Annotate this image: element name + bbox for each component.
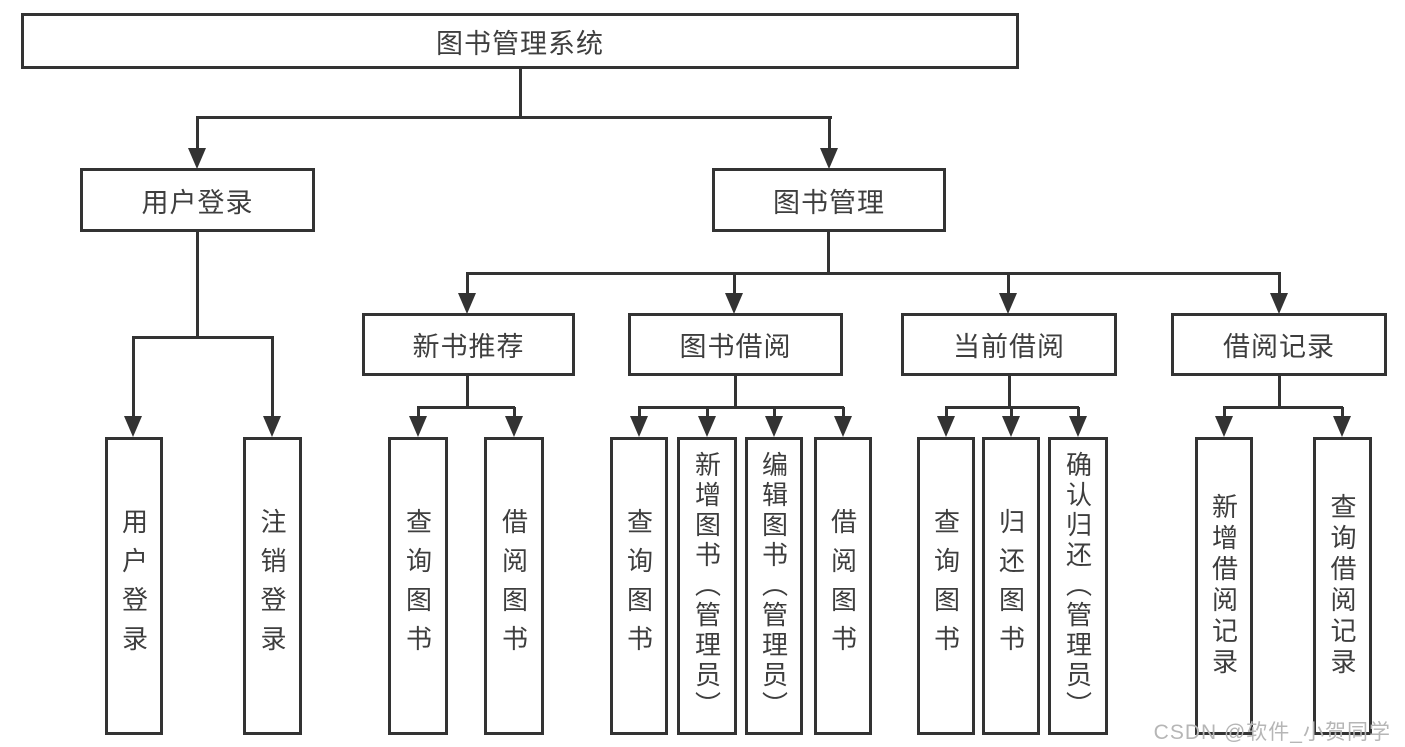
connector-line: [519, 69, 522, 117]
node-label: 图书管理系统: [436, 28, 604, 59]
node-label: 借阅图书: [827, 508, 858, 664]
node-label: 查询借阅记录: [1327, 493, 1357, 679]
connector-line: [466, 376, 469, 407]
node-label: 查询图书: [930, 508, 961, 664]
connector-line: [1223, 406, 1343, 409]
node-edit-books-admin: 编辑图书（管理员）: [745, 437, 803, 735]
node-label: 借阅记录: [1223, 332, 1335, 362]
connector-line: [1341, 407, 1344, 419]
connector-line: [196, 232, 199, 337]
arrow-down-icon: [124, 416, 142, 437]
node-label: 新书推荐: [412, 332, 525, 362]
node-label: 归还图书: [995, 508, 1026, 664]
node-borrow-books-2: 借阅图书: [814, 437, 872, 735]
connector-line: [828, 117, 831, 150]
connector-line: [945, 406, 1079, 409]
connector-line: [1010, 407, 1013, 419]
node-return-books: 归还图书: [982, 437, 1040, 735]
node-label: 图书借阅: [679, 332, 792, 362]
node-query-borrow-record: 查询借阅记录: [1313, 437, 1372, 735]
node-label: 用户登录: [118, 508, 149, 664]
connector-line: [513, 407, 516, 419]
arrow-down-icon: [937, 416, 955, 437]
connector-line: [196, 116, 832, 119]
node-query-books-2: 查询图书: [610, 437, 668, 735]
connector-line: [734, 376, 737, 407]
node-label: 图书管理: [773, 187, 885, 218]
node-label: 注销登录: [257, 508, 287, 664]
connector-line: [417, 407, 420, 419]
connector-line: [1007, 273, 1010, 295]
arrow-down-icon: [263, 416, 281, 437]
node-query-books-3: 查询图书: [917, 437, 975, 735]
node-new-book-recommend: 新书推荐: [362, 313, 575, 376]
node-label: 编辑图书（管理员）: [758, 451, 789, 721]
node-query-books-1: 查询图书: [388, 437, 448, 735]
arrow-down-icon: [1215, 416, 1233, 437]
connector-line: [773, 407, 776, 419]
arrow-down-icon: [505, 416, 523, 437]
connector-line: [1008, 376, 1011, 407]
node-book-management: 图书管理: [712, 168, 946, 232]
connector-line: [132, 336, 274, 339]
arrow-down-icon: [1270, 293, 1288, 314]
connector-line: [1278, 273, 1281, 295]
connector-line: [466, 273, 469, 295]
connector-line: [417, 406, 515, 409]
csdn-watermark: CSDN @软件_小贺同学: [1153, 721, 1391, 744]
node-confirm-return-admin: 确认归还（管理员）: [1048, 437, 1108, 735]
arrow-down-icon: [834, 416, 852, 437]
connector-line: [1223, 407, 1226, 419]
arrow-down-icon: [999, 293, 1017, 314]
connector-line: [1077, 407, 1080, 419]
arrow-down-icon: [765, 416, 783, 437]
node-label: 借阅图书: [498, 508, 529, 664]
arrow-down-icon: [188, 148, 206, 169]
node-logout: 注销登录: [243, 437, 302, 735]
connector-line: [1278, 376, 1281, 407]
arrow-down-icon: [1333, 416, 1351, 437]
node-label: 新增图书（管理员）: [691, 451, 722, 721]
connector-line: [638, 406, 844, 409]
connector-line: [466, 272, 1281, 275]
node-borrow-books-1: 借阅图书: [484, 437, 544, 735]
connector-line: [196, 117, 199, 150]
node-current-borrowing: 当前借阅: [901, 313, 1117, 376]
node-label: 查询图书: [623, 508, 654, 664]
node-user-login-group: 用户登录: [80, 168, 315, 232]
connector-line: [271, 337, 274, 419]
connector-line: [827, 232, 830, 273]
node-user-login: 用户登录: [105, 437, 163, 735]
node-label: 确认归还（管理员）: [1062, 451, 1093, 721]
node-label: 当前借阅: [953, 332, 1065, 362]
node-add-borrow-record: 新增借阅记录: [1195, 437, 1253, 735]
connector-line: [842, 407, 845, 419]
arrow-down-icon: [1002, 416, 1020, 437]
node-label: 用户登录: [141, 187, 254, 218]
arrow-down-icon: [725, 293, 743, 314]
connector-line: [638, 407, 641, 419]
connector-line: [945, 407, 948, 419]
connector-line: [132, 337, 135, 419]
arrow-down-icon: [698, 416, 716, 437]
arrow-down-icon: [1069, 416, 1087, 437]
arrow-down-icon: [820, 148, 838, 169]
node-borrow-records: 借阅记录: [1171, 313, 1387, 376]
node-label: 查询图书: [402, 508, 433, 664]
connector-line: [706, 407, 709, 419]
arrow-down-icon: [409, 416, 427, 437]
node-add-books-admin: 新增图书（管理员）: [677, 437, 737, 735]
connector-line: [733, 273, 736, 295]
node-library-management-system: 图书管理系统: [21, 13, 1019, 69]
arrow-down-icon: [630, 416, 648, 437]
arrow-down-icon: [458, 293, 476, 314]
node-label: 新增借阅记录: [1208, 493, 1239, 679]
node-book-borrowing: 图书借阅: [628, 313, 843, 376]
